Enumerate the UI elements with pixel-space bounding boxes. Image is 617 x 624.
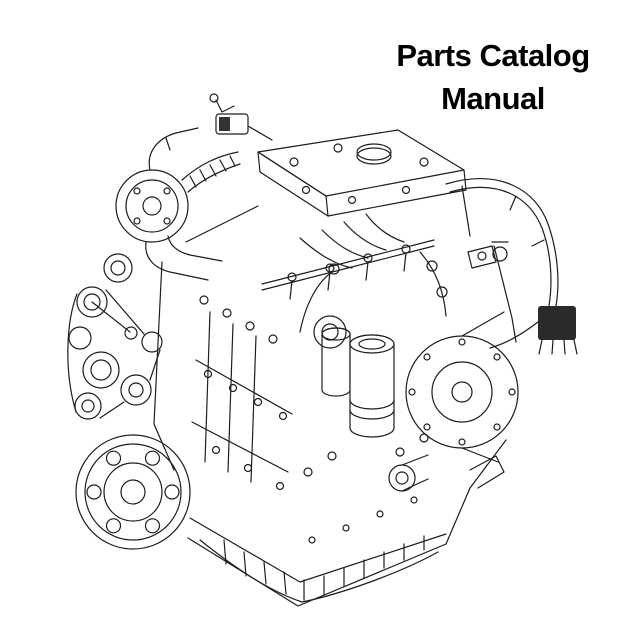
engine-block-drawing [153, 185, 517, 607]
title-line-2: Manual [441, 81, 545, 116]
oil-filter-drawing [321, 327, 395, 438]
actuator-drawing [209, 93, 273, 141]
harness-connector-block [538, 306, 576, 340]
oil-pan-drawing [189, 496, 447, 603]
turbocharger-drawing [115, 127, 241, 281]
page-title: Parts Catalog Manual [373, 34, 613, 120]
wiring-harness-drawing [445, 178, 578, 355]
title-line-1: Parts Catalog [396, 38, 590, 73]
crankshaft-damper-drawing [75, 434, 191, 550]
valve-cover-drawing [257, 129, 467, 217]
belt-drive-drawing [67, 253, 163, 420]
flywheel-housing-drawing [405, 311, 519, 463]
